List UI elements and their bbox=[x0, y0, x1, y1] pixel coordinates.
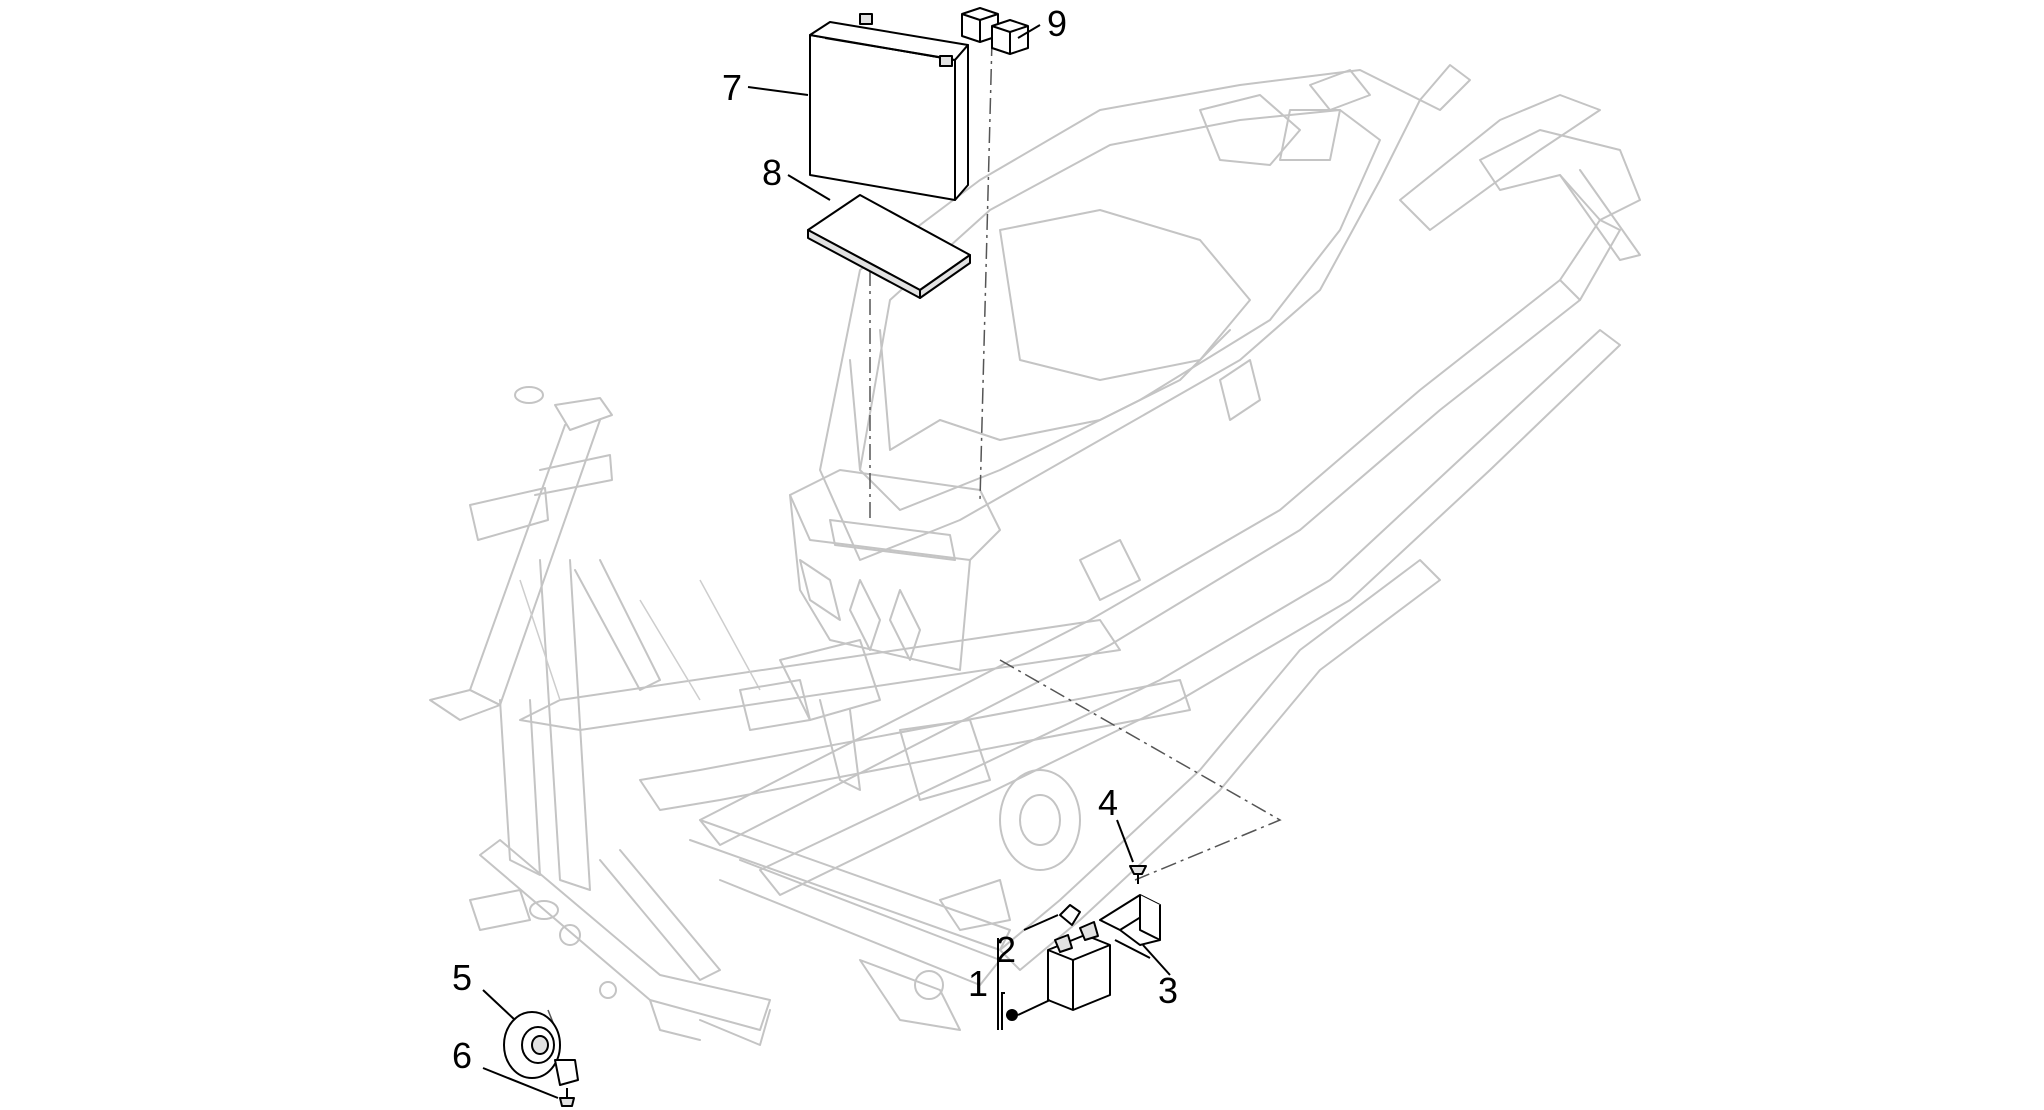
callout-8: 8 bbox=[762, 152, 782, 193]
relays-part-9 bbox=[961, 7, 1029, 55]
callout-3: 3 bbox=[1158, 970, 1178, 1011]
horn-part-5 bbox=[503, 1011, 579, 1086]
assembly-lines bbox=[547, 39, 1282, 1041]
scooter-frame bbox=[429, 64, 1641, 1046]
battery-pad-part-8 bbox=[807, 194, 971, 299]
callout-1: 1 bbox=[968, 963, 988, 1004]
callout-6: 6 bbox=[452, 1035, 472, 1076]
battery-part-7 bbox=[809, 13, 969, 201]
starter-relay-part-2 bbox=[1047, 904, 1111, 1011]
callout-2: 2 bbox=[996, 929, 1016, 970]
leader-lines bbox=[482, 24, 1171, 1099]
horn-screw-part-6 bbox=[559, 1088, 575, 1107]
callout-9: 9 bbox=[1047, 3, 1067, 44]
relay-bracket-part-3 bbox=[1099, 894, 1161, 959]
callout-7: 7 bbox=[722, 67, 742, 108]
callout-5: 5 bbox=[452, 957, 472, 998]
screw-part-4 bbox=[1129, 865, 1147, 884]
assembly-bullet bbox=[1006, 1009, 1018, 1021]
callout-4: 4 bbox=[1098, 782, 1118, 823]
callout-labels: 7 8 9 4 2 1 3 5 6 bbox=[452, 3, 1178, 1076]
